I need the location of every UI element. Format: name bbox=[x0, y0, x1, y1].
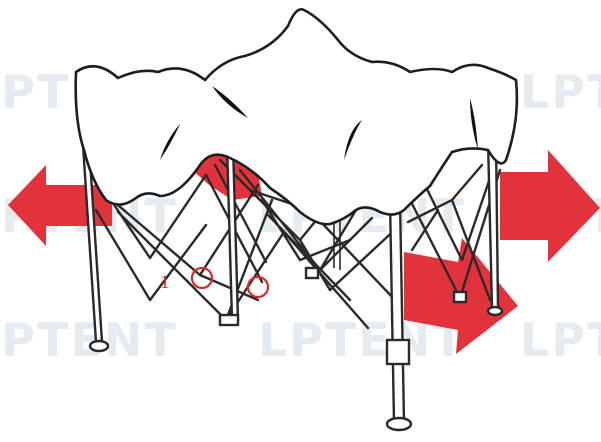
leg-back-foot bbox=[220, 315, 238, 325]
callout-ring-hinge bbox=[248, 277, 268, 297]
watermark-text: LPTENT bbox=[520, 313, 601, 367]
watermark-text: LPTENT bbox=[520, 65, 601, 119]
leg-right-foot bbox=[488, 307, 502, 315]
watermark-text: LPTENT bbox=[0, 313, 178, 367]
leg-front-foot bbox=[387, 418, 411, 430]
truss-joint-right bbox=[454, 292, 466, 302]
leg-left-foot bbox=[90, 341, 108, 351]
callout-number: 1 bbox=[160, 272, 170, 293]
expand-arrow-right bbox=[500, 150, 600, 262]
truss-joint-center bbox=[306, 268, 318, 278]
leg-front-slider bbox=[387, 340, 409, 364]
